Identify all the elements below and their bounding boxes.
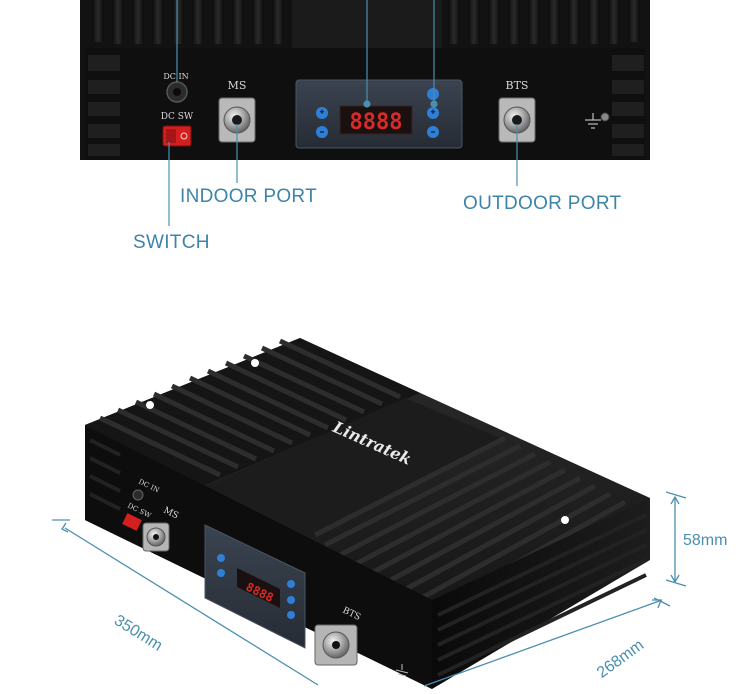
width-dimension-line bbox=[423, 599, 663, 687]
iso-power-switch[interactable] bbox=[122, 513, 142, 531]
mount-hole bbox=[146, 401, 154, 409]
dc-sw-label: DC SW bbox=[161, 112, 194, 122]
iso-dc-in-jack[interactable] bbox=[132, 489, 144, 501]
iso-right-plus-button[interactable] bbox=[287, 596, 295, 604]
iso-right-top-button[interactable] bbox=[287, 580, 295, 588]
mount-hole bbox=[561, 516, 569, 524]
left-vent-slots bbox=[88, 55, 120, 156]
iso-ground-symbol-icon bbox=[395, 664, 409, 677]
isometric-view-device: Lintratek bbox=[85, 338, 650, 689]
top-heat-fins bbox=[92, 0, 640, 48]
iso-right-minus-button[interactable] bbox=[287, 611, 295, 619]
bts-label: BTS bbox=[506, 79, 529, 92]
iso-right-vents bbox=[437, 513, 647, 677]
indoor-port-callout: INDOOR PORT bbox=[180, 186, 318, 207]
iso-front-vents bbox=[89, 438, 121, 511]
iso-left-plus-button[interactable] bbox=[217, 554, 225, 562]
right-vent-slots bbox=[612, 55, 644, 156]
ms-label: MS bbox=[228, 79, 247, 92]
switch-callout: SWITCH bbox=[133, 232, 210, 253]
led-digits: 8888 bbox=[350, 110, 403, 135]
mount-hole bbox=[251, 359, 259, 367]
ground-symbol-icon bbox=[585, 113, 601, 129]
callout-lines bbox=[168, 0, 518, 226]
led-display bbox=[339, 105, 413, 135]
top-right-button[interactable] bbox=[427, 88, 439, 100]
iso-left-fins bbox=[98, 338, 402, 478]
dimension-lines bbox=[52, 491, 687, 687]
outdoor-port-callout: OUTDOOR PORT bbox=[463, 193, 622, 214]
length-dimension-line bbox=[64, 527, 319, 686]
dc-in-label: DC IN bbox=[163, 72, 188, 81]
iso-center-plate bbox=[205, 398, 505, 535]
iso-left-minus-button[interactable] bbox=[217, 569, 225, 577]
front-view-device: DC IN DC SW MS 8888 BTS bbox=[80, 0, 650, 226]
ground-screw bbox=[600, 112, 610, 122]
height-dimension-label: 58mm bbox=[683, 532, 728, 549]
